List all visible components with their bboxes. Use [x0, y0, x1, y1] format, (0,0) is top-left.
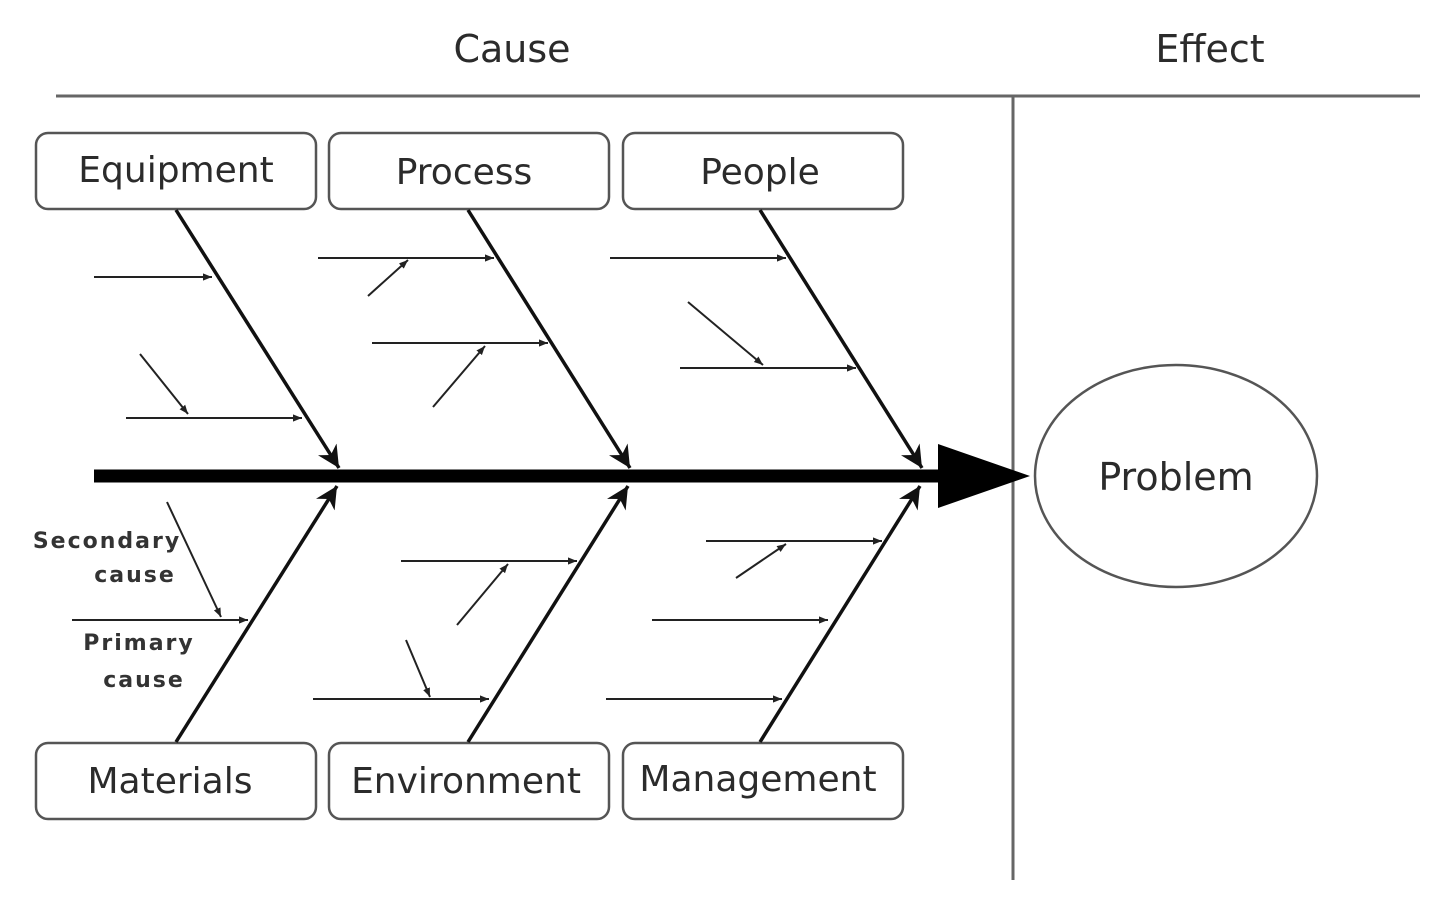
secondary-cause-arrow: [687, 301, 764, 366]
secondary-cause-arrow: [405, 639, 431, 698]
secondary-cause-arrow: [456, 563, 509, 626]
category-box-materials: Materials: [34, 741, 318, 821]
category-box-management: Management: [621, 741, 905, 821]
bone-management: [758, 485, 922, 743]
category-label-management: Management: [639, 759, 876, 800]
legend-secondary-line1: Secondary: [33, 529, 181, 554]
legend-secondary-line2: cause: [94, 563, 176, 588]
legend-primary-line2: cause: [103, 668, 185, 693]
bone-environment: [466, 485, 630, 743]
category-box-equipment: Equipment: [34, 131, 318, 211]
legend-primary-line1: Primary: [83, 631, 194, 656]
secondary-cause-arrow: [735, 543, 787, 579]
cause-header: Cause: [453, 27, 570, 71]
problem-node: Problem: [1033, 363, 1319, 589]
category-label-process: Process: [396, 152, 533, 193]
secondary-cause-arrow: [432, 345, 486, 408]
effect-header: Effect: [1155, 27, 1264, 71]
secondary-cause-arrow: [166, 501, 222, 618]
problem-label: Problem: [1098, 455, 1253, 499]
category-box-environment: Environment: [327, 741, 611, 821]
secondary-cause-arrow: [367, 259, 409, 297]
category-label-environment: Environment: [351, 761, 581, 802]
category-label-materials: Materials: [87, 761, 252, 802]
category-box-process: Process: [327, 131, 611, 211]
category-label-equipment: Equipment: [78, 150, 273, 191]
bone-equipment: [174, 209, 341, 469]
secondary-cause-arrow: [139, 353, 189, 415]
category-label-people: People: [700, 152, 820, 193]
bone-materials: [174, 485, 339, 743]
bone-people: [758, 209, 924, 469]
bone-process: [466, 209, 632, 469]
spine-arrowhead: [938, 444, 1030, 508]
category-box-people: People: [621, 131, 905, 211]
